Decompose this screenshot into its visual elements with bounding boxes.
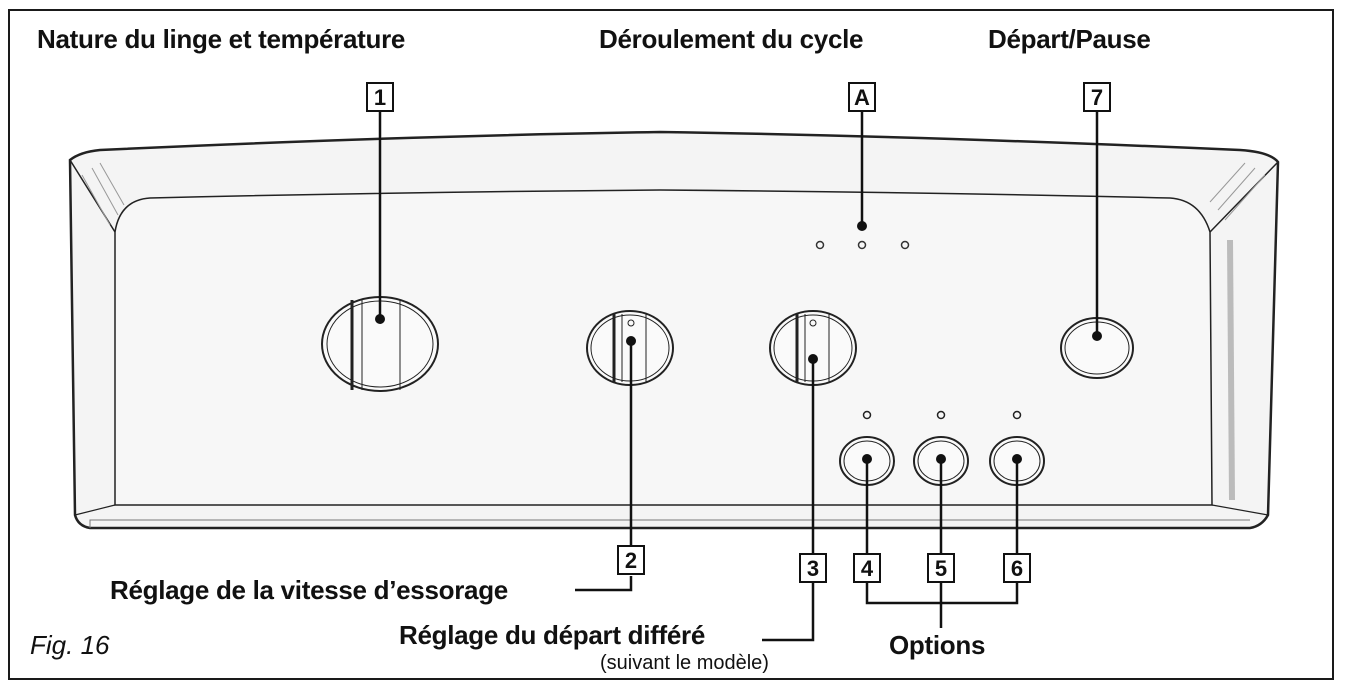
label-depart-differe: Réglage du départ différé (399, 620, 705, 650)
label-depart-pause: Départ/Pause (988, 24, 1151, 54)
marker-6: 6 (1003, 553, 1031, 583)
label-nature-linge: Nature du linge et température (37, 24, 406, 54)
label-essorage: Réglage de la vitesse d’essorage (110, 575, 508, 605)
leader-lines (378, 112, 1099, 642)
marker-7: 7 (1083, 82, 1111, 112)
marker-4: 4 (853, 553, 881, 583)
figure-label: Fig. 16 (30, 630, 110, 660)
figure-frame (8, 9, 1334, 680)
cycle-indicator-leds (815, 240, 910, 250)
marker-a: A (848, 82, 876, 112)
marker-2: 2 (617, 545, 645, 575)
marker-1: 1 (366, 82, 394, 112)
label-deroulement-cycle: Déroulement du cycle (599, 24, 864, 54)
leader-dots (375, 221, 1102, 464)
label-options: Options (889, 630, 986, 660)
knob-nature-linge[interactable] (321, 296, 439, 392)
marker-3: 3 (799, 553, 827, 583)
label-depart-differe-sub: (suivant le modèle) (600, 652, 769, 674)
marker-5: 5 (927, 553, 955, 583)
